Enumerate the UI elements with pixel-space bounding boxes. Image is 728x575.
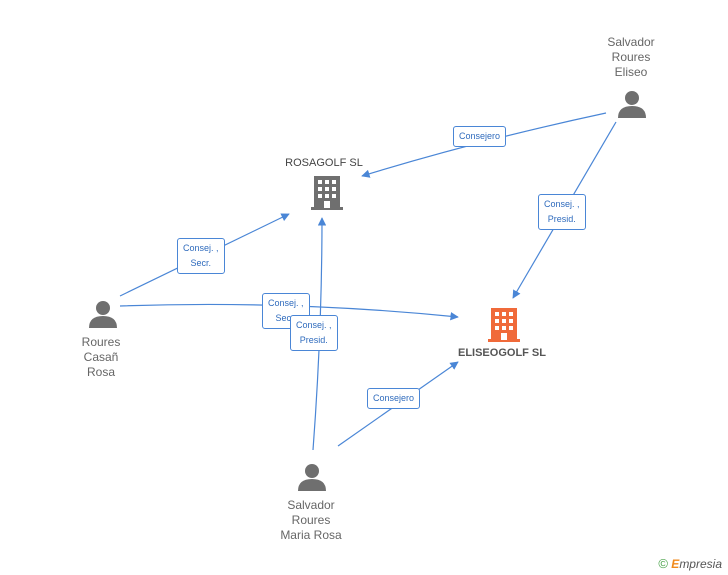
person-icon xyxy=(89,301,117,328)
node-label: ELISEOGOLF SL xyxy=(457,347,546,359)
person-icon xyxy=(298,464,326,491)
edge-label-maria-rosagolf[interactable]: Consej. , Presid. xyxy=(290,315,338,351)
node-label: ROSAGOLF SL xyxy=(285,157,363,169)
person-icon xyxy=(618,91,646,118)
brand-logo: Empresia xyxy=(671,557,722,571)
node-rosagolf[interactable]: ROSAGOLF SL xyxy=(268,156,380,171)
node-salvador-roures-maria-rosa[interactable]: Salvador Roures Maria Rosa xyxy=(256,498,366,543)
node-label: Salvador Roures Maria Rosa xyxy=(280,498,342,542)
edge-label-maria-eliseogolf[interactable]: Consejero xyxy=(367,388,421,409)
node-eliseogolf[interactable]: ELISEOGOLF SL xyxy=(446,346,558,361)
node-salvador-roures-eliseo[interactable]: Salvador Roures Eliseo xyxy=(586,35,676,80)
edge-label-eliseo-eliseogolf[interactable]: Consej. , Presid. xyxy=(538,194,586,230)
edge-label-casan-rosagolf[interactable]: Consej. , Secr. xyxy=(177,238,225,274)
building-icon xyxy=(488,308,520,342)
footer-brand: © Empresia xyxy=(658,556,722,571)
building-icon xyxy=(311,176,343,210)
copyright-icon: © xyxy=(658,556,668,571)
node-label: Roures Casañ Rosa xyxy=(81,335,121,379)
node-roures-casan-rosa[interactable]: Roures Casañ Rosa xyxy=(56,335,146,380)
node-label: Salvador Roures Eliseo xyxy=(607,35,655,79)
edge-label-eliseo-rosagolf[interactable]: Consejero xyxy=(453,126,507,147)
